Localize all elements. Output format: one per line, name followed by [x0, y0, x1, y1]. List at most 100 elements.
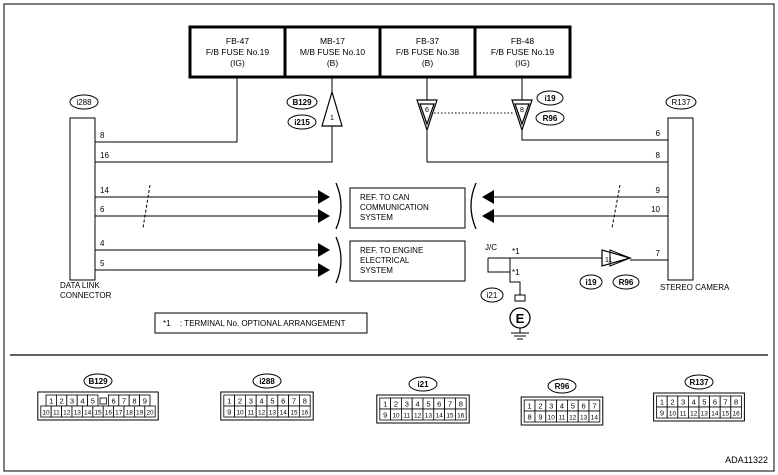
pin-number: 13 — [701, 411, 709, 418]
pin-number: 4 — [692, 398, 696, 407]
pin-number: 2 — [60, 397, 64, 406]
pin-number: 7 — [292, 397, 296, 406]
jc-mark: *1 — [512, 247, 520, 256]
pin-label: 6 — [656, 129, 661, 138]
pin-cell — [730, 406, 742, 419]
fuse-type: (IG) — [515, 58, 530, 68]
pin-number: 19 — [136, 410, 144, 417]
figure-code: ADA11322 — [725, 455, 768, 465]
pin-number: 2 — [538, 402, 542, 411]
pin-number: 11 — [605, 257, 612, 264]
ref-text: REF. TO CAN — [360, 193, 410, 202]
can-arrows-right — [470, 182, 494, 230]
pin-number: 15 — [290, 410, 298, 417]
pin-number: 9 — [538, 413, 542, 422]
connector-id: i215 — [294, 118, 310, 127]
pin-cell — [454, 408, 467, 421]
pin-number: 3 — [405, 400, 409, 409]
connector-tag — [69, 94, 99, 110]
data-link-connector: i288 DATA LINK CONNECTOR 8 16 14 6 4 5 — [60, 94, 112, 300]
pin-number: 10 — [42, 410, 50, 417]
key-slot — [99, 397, 107, 405]
pin-number: 18 — [126, 410, 134, 417]
fb48-connector-tags: i19 R96 — [535, 90, 565, 126]
pin-number: 6 — [713, 398, 717, 407]
pin-number: 5 — [270, 397, 274, 406]
pin-number: 9 — [660, 409, 664, 418]
pin-number: 10 — [236, 410, 244, 417]
pin-number: 12 — [258, 410, 266, 417]
pin-number: 5 — [426, 400, 430, 409]
connector-view-id: B129 — [88, 377, 108, 386]
pin-number: 14 — [711, 411, 719, 418]
pin-number: 13 — [269, 410, 277, 417]
wire-mb17 — [95, 126, 333, 163]
mb17-connector-symbol: 1 — [321, 89, 343, 127]
pin-label: 14 — [100, 186, 109, 195]
pin-number: 11 — [403, 413, 410, 420]
pin-number: 14 — [436, 413, 444, 420]
ground-symbol: E — [509, 294, 531, 340]
fuse-name: F/B FUSE No.19 — [491, 47, 555, 57]
jc-label: J/C — [485, 243, 497, 252]
pin-number: 1 — [660, 398, 664, 407]
pin-number: 1 — [330, 115, 334, 122]
joint-connector: J/C *1 *1 i21 — [480, 243, 520, 303]
engine-arrows — [318, 236, 342, 284]
fuse-name: M/B FUSE No.10 — [300, 47, 365, 57]
pin-number: 4 — [560, 402, 564, 411]
connector-chevron — [511, 99, 533, 132]
fuse-mb17: MB-17 M/B FUSE No.10 (B) — [300, 36, 365, 68]
pin-number: 15 — [446, 413, 454, 420]
pin-number: 1 — [528, 402, 532, 411]
pin-cell — [144, 405, 156, 418]
pin-label: 8 — [100, 131, 105, 140]
pin-number: 4 — [260, 397, 264, 406]
pin-number: 9 — [143, 397, 147, 406]
pin-label: 6 — [100, 205, 105, 214]
pin-number: 12 — [414, 413, 422, 420]
pin-number: 20 — [146, 410, 154, 417]
pin-number: 17 — [115, 410, 123, 417]
fuse-name: F/B FUSE No.38 — [396, 47, 460, 57]
connector-view-id: i21 — [417, 380, 429, 389]
pin-number: 10 — [548, 415, 556, 422]
pin-number: 5 — [702, 398, 706, 407]
wire-ground — [509, 272, 521, 295]
wire-fb37 — [426, 130, 668, 163]
note-text: : TERMINAL No. OPTIONAL ARRANGEMENT — [180, 319, 346, 328]
pin-number: 6 — [112, 397, 116, 406]
pin-number: 8 — [303, 397, 307, 406]
pin-number: 8 — [528, 413, 532, 422]
ref-text: COMMUNICATION — [360, 203, 429, 212]
fuse-type: (B) — [327, 58, 339, 68]
pin-number: 3 — [70, 397, 74, 406]
fb37-connector-symbol: 6 — [416, 99, 438, 132]
pin-number: 7 — [448, 400, 452, 409]
pin-number: 10 — [392, 413, 400, 420]
twisted-pair-marks — [142, 184, 621, 229]
fuse-type: (B) — [422, 58, 434, 68]
pin-number: 10 — [669, 411, 677, 418]
pin-number: 11 — [680, 411, 687, 418]
note-box: *1 : TERMINAL No. OPTIONAL ARRANGEMENT — [154, 312, 368, 334]
pin-number: 5 — [91, 397, 95, 406]
wires — [95, 77, 668, 295]
pin-label: 8 — [656, 151, 661, 160]
pin-number: 8 — [520, 107, 524, 114]
pin-number: 1 — [383, 400, 387, 409]
fuse-fb37: FB-37 F/B FUSE No.38 (B) — [396, 36, 460, 68]
pin-number: 5 — [571, 402, 575, 411]
pin-number: 16 — [105, 410, 113, 417]
ref-text: ELECTRICAL — [360, 256, 410, 265]
ref-text: REF. TO ENGINE — [360, 246, 423, 255]
can-reference-box: REF. TO CAN COMMUNICATION SYSTEM — [349, 187, 466, 229]
ref-text: SYSTEM — [360, 213, 393, 222]
pin-number: 12 — [63, 410, 71, 417]
camera-body — [667, 117, 694, 281]
fuse-type: (IG) — [230, 58, 245, 68]
connector-view-id: R137 — [689, 378, 709, 387]
connector-view-id: R96 — [555, 382, 570, 391]
